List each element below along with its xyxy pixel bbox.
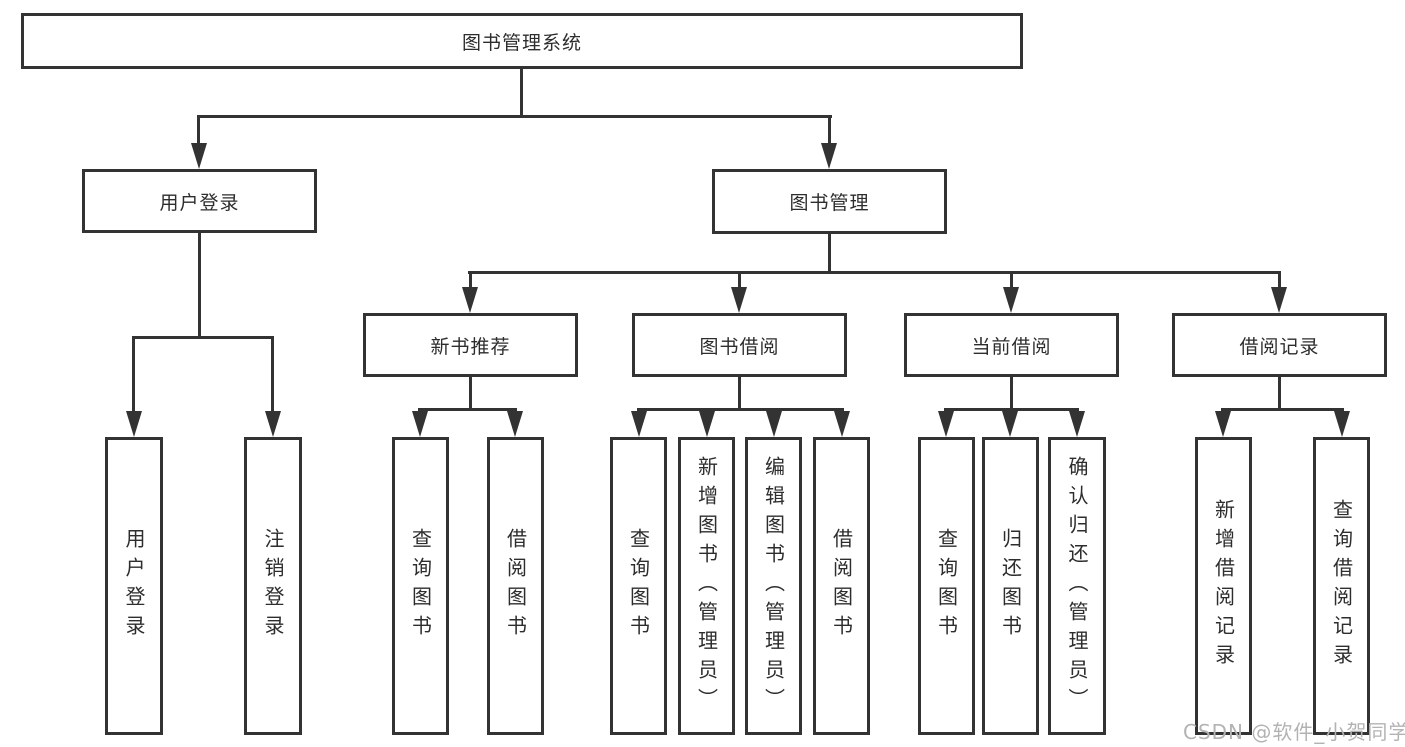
csdn-watermark: CSDN @软件_小贺同学 <box>1183 720 1405 744</box>
leaf-search-books: 查询图书 <box>392 437 449 735</box>
arrow-down-icon <box>938 411 954 437</box>
connector-line <box>828 115 831 145</box>
connector-line <box>520 69 523 118</box>
arrow-down-icon <box>191 143 207 169</box>
arrow-down-icon <box>1334 411 1350 437</box>
node-library-management-system: 图书管理系统 <box>21 13 1023 69</box>
leaf-search-books-3: 查询图书 <box>918 437 975 735</box>
arrow-down-icon <box>1271 287 1287 313</box>
node-book-borrowing: 图书借阅 <box>632 313 847 377</box>
connector-line <box>469 377 472 410</box>
connector-line <box>132 336 274 339</box>
arrow-down-icon <box>1002 411 1018 437</box>
connector-line <box>1221 408 1344 411</box>
connector-line <box>1010 271 1013 289</box>
leaf-return-books: 归还图书 <box>982 437 1039 735</box>
leaf-search-books-2: 查询图书 <box>610 437 667 735</box>
connector-line <box>469 271 472 289</box>
node-book-management: 图书管理 <box>712 169 947 234</box>
node-new-book-recommendation: 新书推荐 <box>363 313 578 377</box>
leaf-add-borrow-record: 新增借阅记录 <box>1195 437 1252 735</box>
node-borrowing-records: 借阅记录 <box>1172 313 1387 377</box>
leaf-borrow-books-2: 借阅图书 <box>813 437 870 735</box>
node-current-borrowing: 当前借阅 <box>904 313 1119 377</box>
arrow-down-icon <box>834 411 850 437</box>
arrow-down-icon <box>821 143 837 169</box>
leaf-borrow-books: 借阅图书 <box>487 437 544 735</box>
connector-line <box>1278 271 1281 289</box>
arrow-down-icon <box>126 411 142 437</box>
leaf-logout: 注销登录 <box>244 437 302 735</box>
arrow-down-icon <box>507 411 523 437</box>
arrow-down-icon <box>265 411 281 437</box>
leaf-add-books-admin: 新增图书（管理员） <box>678 437 735 735</box>
arrow-down-icon <box>412 411 428 437</box>
connector-line <box>132 336 135 413</box>
leaf-user-login: 用户登录 <box>105 437 163 735</box>
arrow-down-icon <box>631 411 647 437</box>
connector-line <box>197 115 200 145</box>
connector-line <box>468 271 1281 274</box>
connector-line <box>271 336 274 413</box>
connector-line <box>738 377 741 410</box>
arrow-down-icon <box>462 287 478 313</box>
connector-line <box>1010 377 1013 410</box>
node-user-login: 用户登录 <box>82 169 317 233</box>
leaf-edit-books-admin: 编辑图书（管理员） <box>745 437 802 735</box>
arrow-down-icon <box>1069 411 1085 437</box>
leaf-confirm-return-admin: 确认归还（管理员） <box>1048 437 1106 735</box>
leaf-search-borrow-record: 查询借阅记录 <box>1313 437 1370 735</box>
arrow-down-icon <box>1215 411 1231 437</box>
connector-line <box>828 233 831 274</box>
connector-line <box>944 408 1079 411</box>
connector-line <box>418 408 517 411</box>
connector-line <box>637 408 844 411</box>
connector-line <box>738 271 741 289</box>
connector-line <box>197 115 832 118</box>
connector-line <box>198 233 201 338</box>
arrow-down-icon <box>766 411 782 437</box>
arrow-down-icon <box>699 411 715 437</box>
arrow-down-icon <box>731 287 747 313</box>
arrow-down-icon <box>1003 287 1019 313</box>
connector-line <box>1278 377 1281 410</box>
